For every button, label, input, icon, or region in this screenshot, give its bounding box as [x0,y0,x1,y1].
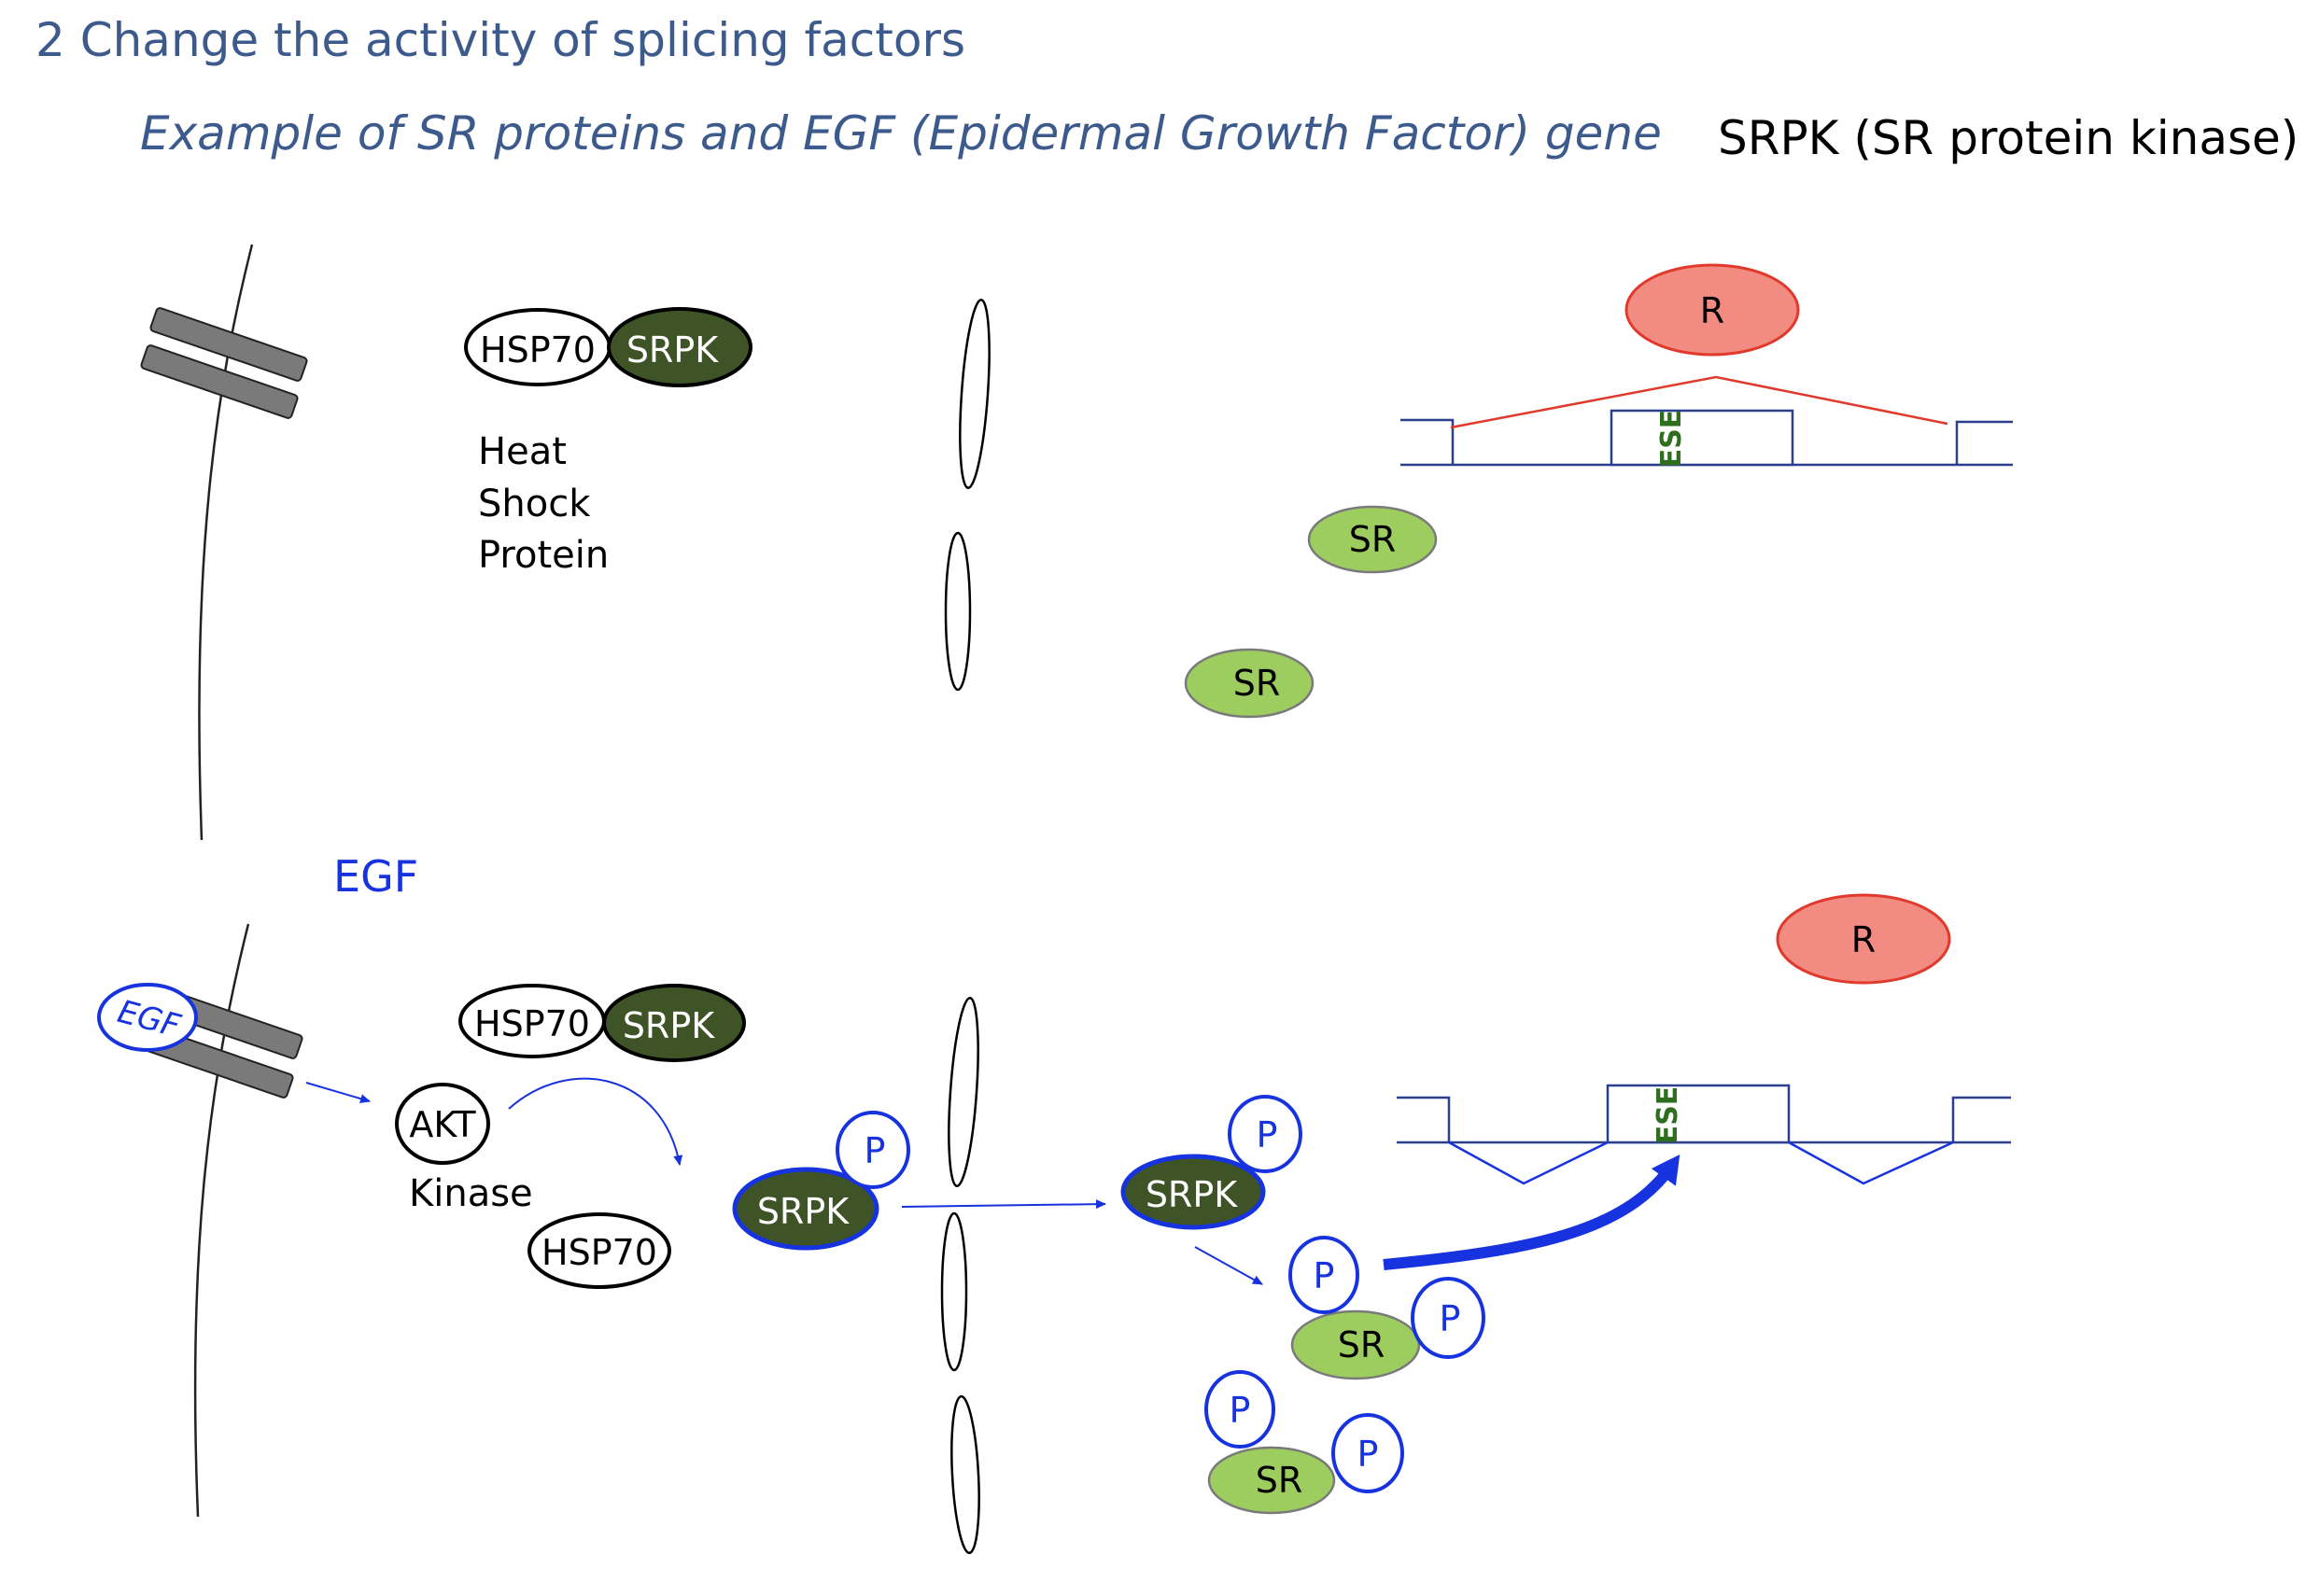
protein-label: Protein [478,534,609,577]
ese-label-bottom: ESE [1652,1086,1684,1145]
svg-text:P: P [1314,1255,1335,1296]
hsp70-label: HSP70 [480,329,596,371]
svg-text:R: R [1851,919,1876,960]
svg-text:HSP70: HSP70 [474,1003,590,1044]
nuclear-pore-top-1 [959,298,991,490]
akt-kinase: AKT [395,1083,490,1165]
nuclear-pore-bottom-2 [940,1211,968,1372]
cell-membrane-top [198,244,254,841]
svg-text:R: R [1700,290,1724,331]
page-title: 2 Change the activity of splicing factor… [35,13,965,67]
egf-ligand: EGF [97,983,198,1052]
heat-label: Heat [478,430,567,473]
svg-text:SR: SR [1349,519,1397,560]
svg-text:SR: SR [1338,1324,1385,1365]
skip-splice-line [1450,375,1948,429]
arrow-receptor-to-akt [305,1082,371,1103]
nuclear-pore-bottom-3 [950,1394,980,1555]
shock-label: Shock [478,483,591,525]
phosphorylated-sr-1: SR P P [1288,1236,1485,1380]
gene-structure-top: ESE [1400,375,2013,469]
svg-text:SR: SR [1233,663,1281,704]
hsp70-released: HSP70 [527,1212,671,1289]
phosphorylated-sr-2: SR P P [1204,1370,1404,1515]
svg-text:P: P [1257,1114,1278,1155]
phosphorylated-srpk-cytoplasm: SRPK P [732,1111,910,1251]
ese-label-top: ESE [1655,410,1688,469]
svg-text:SR: SR [1256,1460,1303,1501]
r-protein-top: R [1624,263,1800,357]
page-subtitle: Example of SR proteins and EGF (Epiderma… [140,106,1662,161]
arrow-srpk-to-sr [1194,1246,1263,1285]
srpk-label: SRPK [626,329,719,371]
splice-line-left [1448,1141,1609,1185]
svg-text:P: P [1357,1434,1379,1475]
kinase-label: Kinase [409,1172,533,1215]
r-protein-bottom: R [1776,893,1951,985]
phosphorylated-srpk-nucleus: SRPK P [1120,1095,1302,1230]
svg-text:SRPK: SRPK [757,1191,850,1232]
arrow-srpk-import [901,1199,1106,1210]
splice-line-right [1788,1141,1954,1185]
gene-structure-bottom: ESE [1397,1084,2011,1185]
svg-text:HSP70: HSP70 [541,1232,657,1273]
svg-text:SRPK: SRPK [623,1005,715,1046]
cell-membrane-bottom [193,923,250,1518]
svg-text:SRPK: SRPK [1146,1174,1238,1215]
svg-text:AKT: AKT [409,1104,476,1145]
nuclear-pore-top-2 [944,531,972,692]
svg-text:P: P [865,1130,886,1171]
receptor-top [140,307,308,419]
svg-text:P: P [1230,1390,1251,1431]
arrow-akt-to-srpk [508,1077,683,1166]
srpk-oval [607,307,752,387]
egf-heading-label: EGF [333,851,418,902]
sr-protein-top-1: SR [1307,505,1438,574]
sr-protein-top-2: SR [1184,648,1315,719]
arrow-sr-to-ese [1383,1154,1680,1270]
nuclear-pore-bottom-1 [948,996,979,1188]
srpk-definition: SRPK (SR protein kinase) [1718,111,2299,165]
hsp70-srpk-complex-top: HSP70 SRPK [464,307,752,387]
hsp70-srpk-complex-bottom: HSP70 SRPK [458,984,746,1062]
svg-text:P: P [1440,1298,1461,1339]
